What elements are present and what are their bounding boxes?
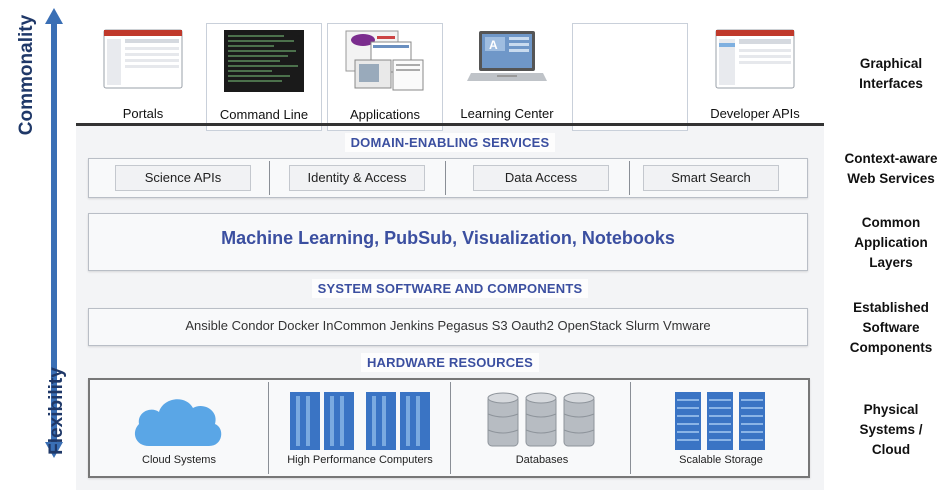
- divider: [450, 382, 451, 474]
- hardware-label-cloud: Cloud Systems: [142, 454, 216, 466]
- hardware-databases: Databases: [456, 386, 628, 468]
- domain-services-title: DOMAIN-ENABLING SERVICES: [76, 133, 824, 152]
- hardware-hpc: High Performance Computers: [276, 386, 444, 468]
- gui-tile-empty: [572, 23, 688, 131]
- terminal-screenshot-icon: [224, 30, 304, 92]
- gui-label-developer-apis: Developer APIs: [710, 106, 800, 121]
- divider: [630, 382, 631, 474]
- science-apis-item: Science APIs: [115, 165, 251, 191]
- domain-services-box: Science APIs Identity & Access Data Acce…: [88, 158, 808, 198]
- system-software-list: Ansible Condor Docker InCommon Jenkins P…: [185, 318, 711, 333]
- gui-tile-developer-apis: Developer APIs: [698, 23, 812, 129]
- laptop-icon: A: [467, 31, 547, 81]
- commonality-flexibility-arrow: [45, 8, 63, 458]
- smart-search-item: Smart Search: [643, 165, 779, 191]
- hardware-label-storage: Scalable Storage: [679, 454, 763, 466]
- hardware-cloud-systems: Cloud Systems: [96, 386, 262, 468]
- interfaces-divider: [76, 123, 824, 126]
- flexibility-axis-label: Flexibility: [46, 367, 67, 455]
- application-layers-text: Machine Learning, PubSub, Visualization,…: [221, 228, 675, 248]
- gui-tile-applications: Applications: [327, 23, 443, 131]
- divider: [629, 161, 630, 195]
- gui-label-portals: Portals: [122, 106, 164, 121]
- system-software-box: Ansible Condor Docker InCommon Jenkins P…: [88, 308, 808, 346]
- cloud-icon: [134, 399, 222, 446]
- commonality-axis-label: Commonality: [16, 14, 37, 136]
- system-software-title: SYSTEM SOFTWARE AND COMPONENTS: [76, 279, 824, 298]
- storage-rack-icon: [675, 392, 765, 450]
- divider: [268, 382, 269, 474]
- hardware-scalable-storage: Scalable Storage: [638, 386, 804, 468]
- gui-tile-learning-center: A Learning Center: [450, 23, 564, 129]
- gui-tile-portals: Portals: [86, 23, 200, 129]
- hardware-title: HARDWARE RESOURCES: [76, 353, 824, 372]
- divider: [269, 161, 270, 195]
- svg-text:A: A: [489, 38, 498, 52]
- application-layers-box: Machine Learning, PubSub, Visualization,…: [88, 213, 808, 271]
- server-rack-icon: [290, 392, 430, 450]
- applications-screenshot-icon: [345, 30, 424, 91]
- graphical-interfaces-row: Portals Command Line A: [76, 10, 824, 131]
- browser-screenshot-icon: [715, 29, 795, 89]
- hardware-box: Cloud Systems High Performance Computers: [88, 378, 810, 478]
- portal-screenshot-icon: [103, 29, 183, 89]
- database-icon: [487, 392, 595, 447]
- hardware-label-databases: Databases: [515, 454, 569, 466]
- gui-label-command-line: Command Line: [219, 107, 309, 122]
- gui-label-applications: Applications: [349, 107, 421, 122]
- gui-tile-command-line: Command Line: [206, 23, 322, 131]
- data-access-item: Data Access: [473, 165, 609, 191]
- divider: [445, 161, 446, 195]
- hardware-label-hpc: High Performance Computers: [287, 454, 433, 466]
- identity-access-item: Identity & Access: [289, 165, 425, 191]
- gui-label-learning-center: Learning Center: [460, 106, 554, 121]
